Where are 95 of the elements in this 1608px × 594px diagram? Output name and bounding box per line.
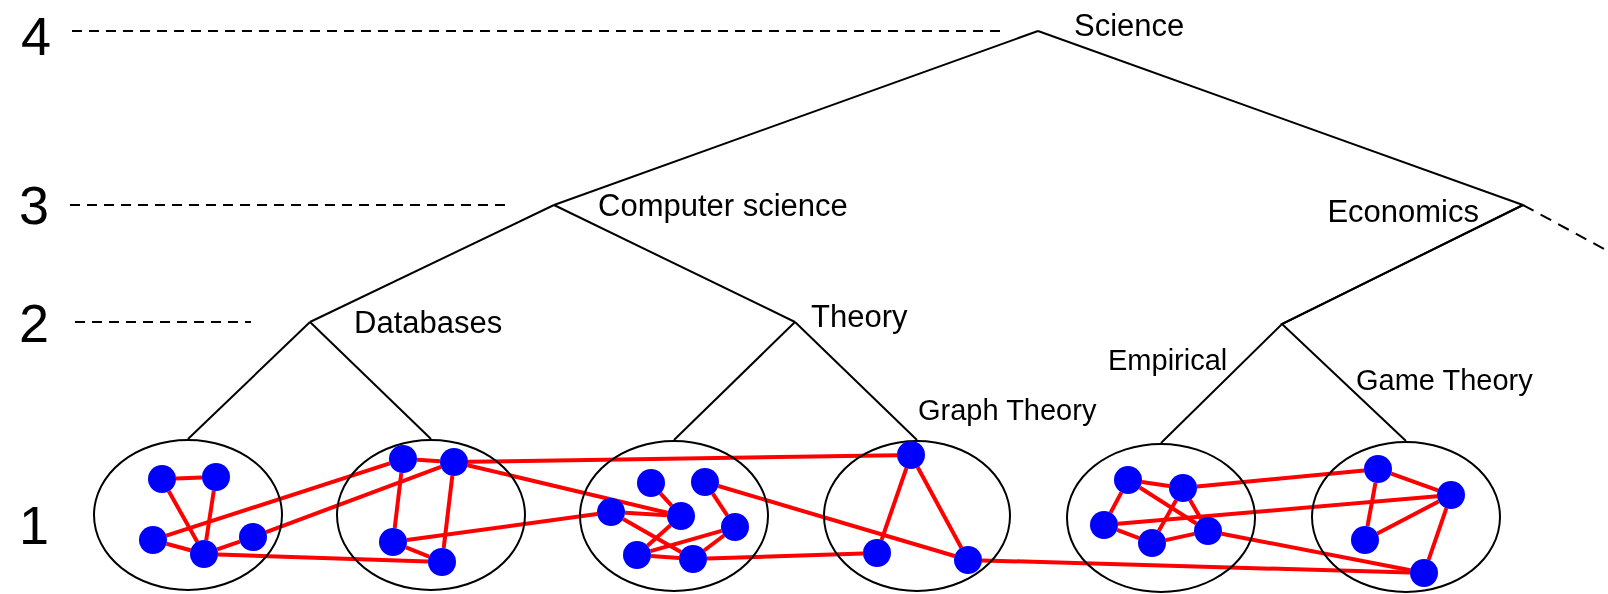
connector-line (1365, 482, 1378, 527)
connector-line (915, 466, 964, 549)
connector-line (1037, 30, 1524, 206)
cluster-ellipse (823, 440, 1011, 592)
connector-line (622, 517, 682, 554)
graph-vertex (439, 447, 468, 476)
graph-vertex (147, 464, 176, 493)
connector-line (1116, 528, 1140, 540)
graph-vertex (1409, 558, 1438, 587)
graph-vertex (862, 538, 891, 567)
category-label: Science (1038, 9, 1185, 43)
cluster-ellipse (336, 439, 526, 591)
connector-line (309, 204, 555, 323)
connector-line (553, 30, 1039, 206)
connector-line (1390, 471, 1439, 493)
graph-vertex (1350, 525, 1379, 554)
graph-vertex (896, 440, 925, 469)
connector-line (1138, 485, 1198, 526)
graph-vertex (189, 539, 218, 568)
connector-line (717, 484, 956, 558)
connector-line (706, 551, 864, 561)
connector-line (1141, 480, 1170, 488)
connector-line (1196, 468, 1365, 489)
cluster-ellipse (1311, 441, 1501, 593)
connector-line (1117, 494, 1438, 526)
connector-line (405, 545, 430, 559)
level-number: 4 (21, 8, 51, 64)
connector-line (702, 533, 726, 553)
cluster-ellipse (579, 440, 769, 592)
connector-line (175, 475, 203, 481)
graph-vertex (953, 545, 982, 574)
connector-line (794, 321, 918, 441)
connector-line (204, 490, 216, 541)
level-number: 1 (19, 497, 49, 553)
connector-line (416, 457, 441, 464)
connector-line (467, 463, 668, 515)
connector-line (265, 465, 442, 534)
graph-vertex (1137, 528, 1166, 557)
connector-line (658, 492, 674, 507)
connector-line (711, 492, 729, 517)
level-number: 3 (19, 177, 49, 233)
node-label: Game Theory (1356, 364, 1533, 396)
cluster-ellipse (1066, 443, 1256, 593)
graph-vertex (138, 525, 167, 554)
graph-vertex (1436, 480, 1465, 509)
connector-line (1108, 491, 1124, 514)
graph-vertex (427, 547, 456, 576)
connector-line (309, 321, 432, 440)
connector-line (553, 204, 796, 323)
connector-line (167, 490, 199, 543)
category-label: Databases (310, 306, 503, 340)
connector-line (981, 558, 1411, 575)
connector-line (165, 461, 391, 538)
node-label: Empirical (1108, 344, 1228, 376)
graph-vertex (636, 468, 665, 497)
graph-vertex (1363, 454, 1392, 483)
category-label: Theory (795, 300, 908, 334)
connector-line (646, 523, 672, 548)
connector-line (879, 467, 909, 541)
connector-line (165, 541, 192, 553)
graph-vertex (596, 497, 625, 526)
category-label: Computer science (554, 189, 848, 223)
connector-line (441, 475, 455, 549)
category-label: Economics (1327, 195, 1523, 229)
graph-vertex (238, 522, 267, 551)
connector-line (1157, 499, 1178, 532)
connector-line (1280, 204, 1524, 442)
connector-line (406, 511, 598, 543)
graph-vertex (388, 444, 417, 473)
connector-line (216, 539, 241, 552)
connector-line (187, 321, 311, 440)
connector-line (650, 554, 680, 560)
connector-line (1221, 531, 1411, 573)
connector-line (673, 321, 796, 441)
graph-vertex (378, 527, 407, 556)
connector-line (1426, 507, 1449, 561)
graph-vertex (622, 540, 651, 569)
node-label: Graph Theory (918, 394, 1097, 426)
connector-line (1376, 499, 1440, 536)
graph-vertex (1113, 465, 1142, 494)
cluster-ellipse (93, 439, 283, 591)
connector-line (217, 552, 429, 564)
graph-vertex (678, 544, 707, 573)
connector-line (624, 510, 668, 518)
connector-line (1165, 531, 1195, 543)
graph-vertex (1089, 510, 1118, 539)
level-number: 2 (19, 295, 49, 351)
graph-vertex (1168, 473, 1197, 502)
connector-line (467, 453, 898, 464)
graph-vertex (201, 462, 230, 491)
graph-vertex (720, 512, 749, 541)
graph-vertex (690, 467, 719, 496)
connector-line (392, 472, 404, 529)
graph-vertex (666, 501, 695, 530)
connector-line (649, 528, 723, 554)
